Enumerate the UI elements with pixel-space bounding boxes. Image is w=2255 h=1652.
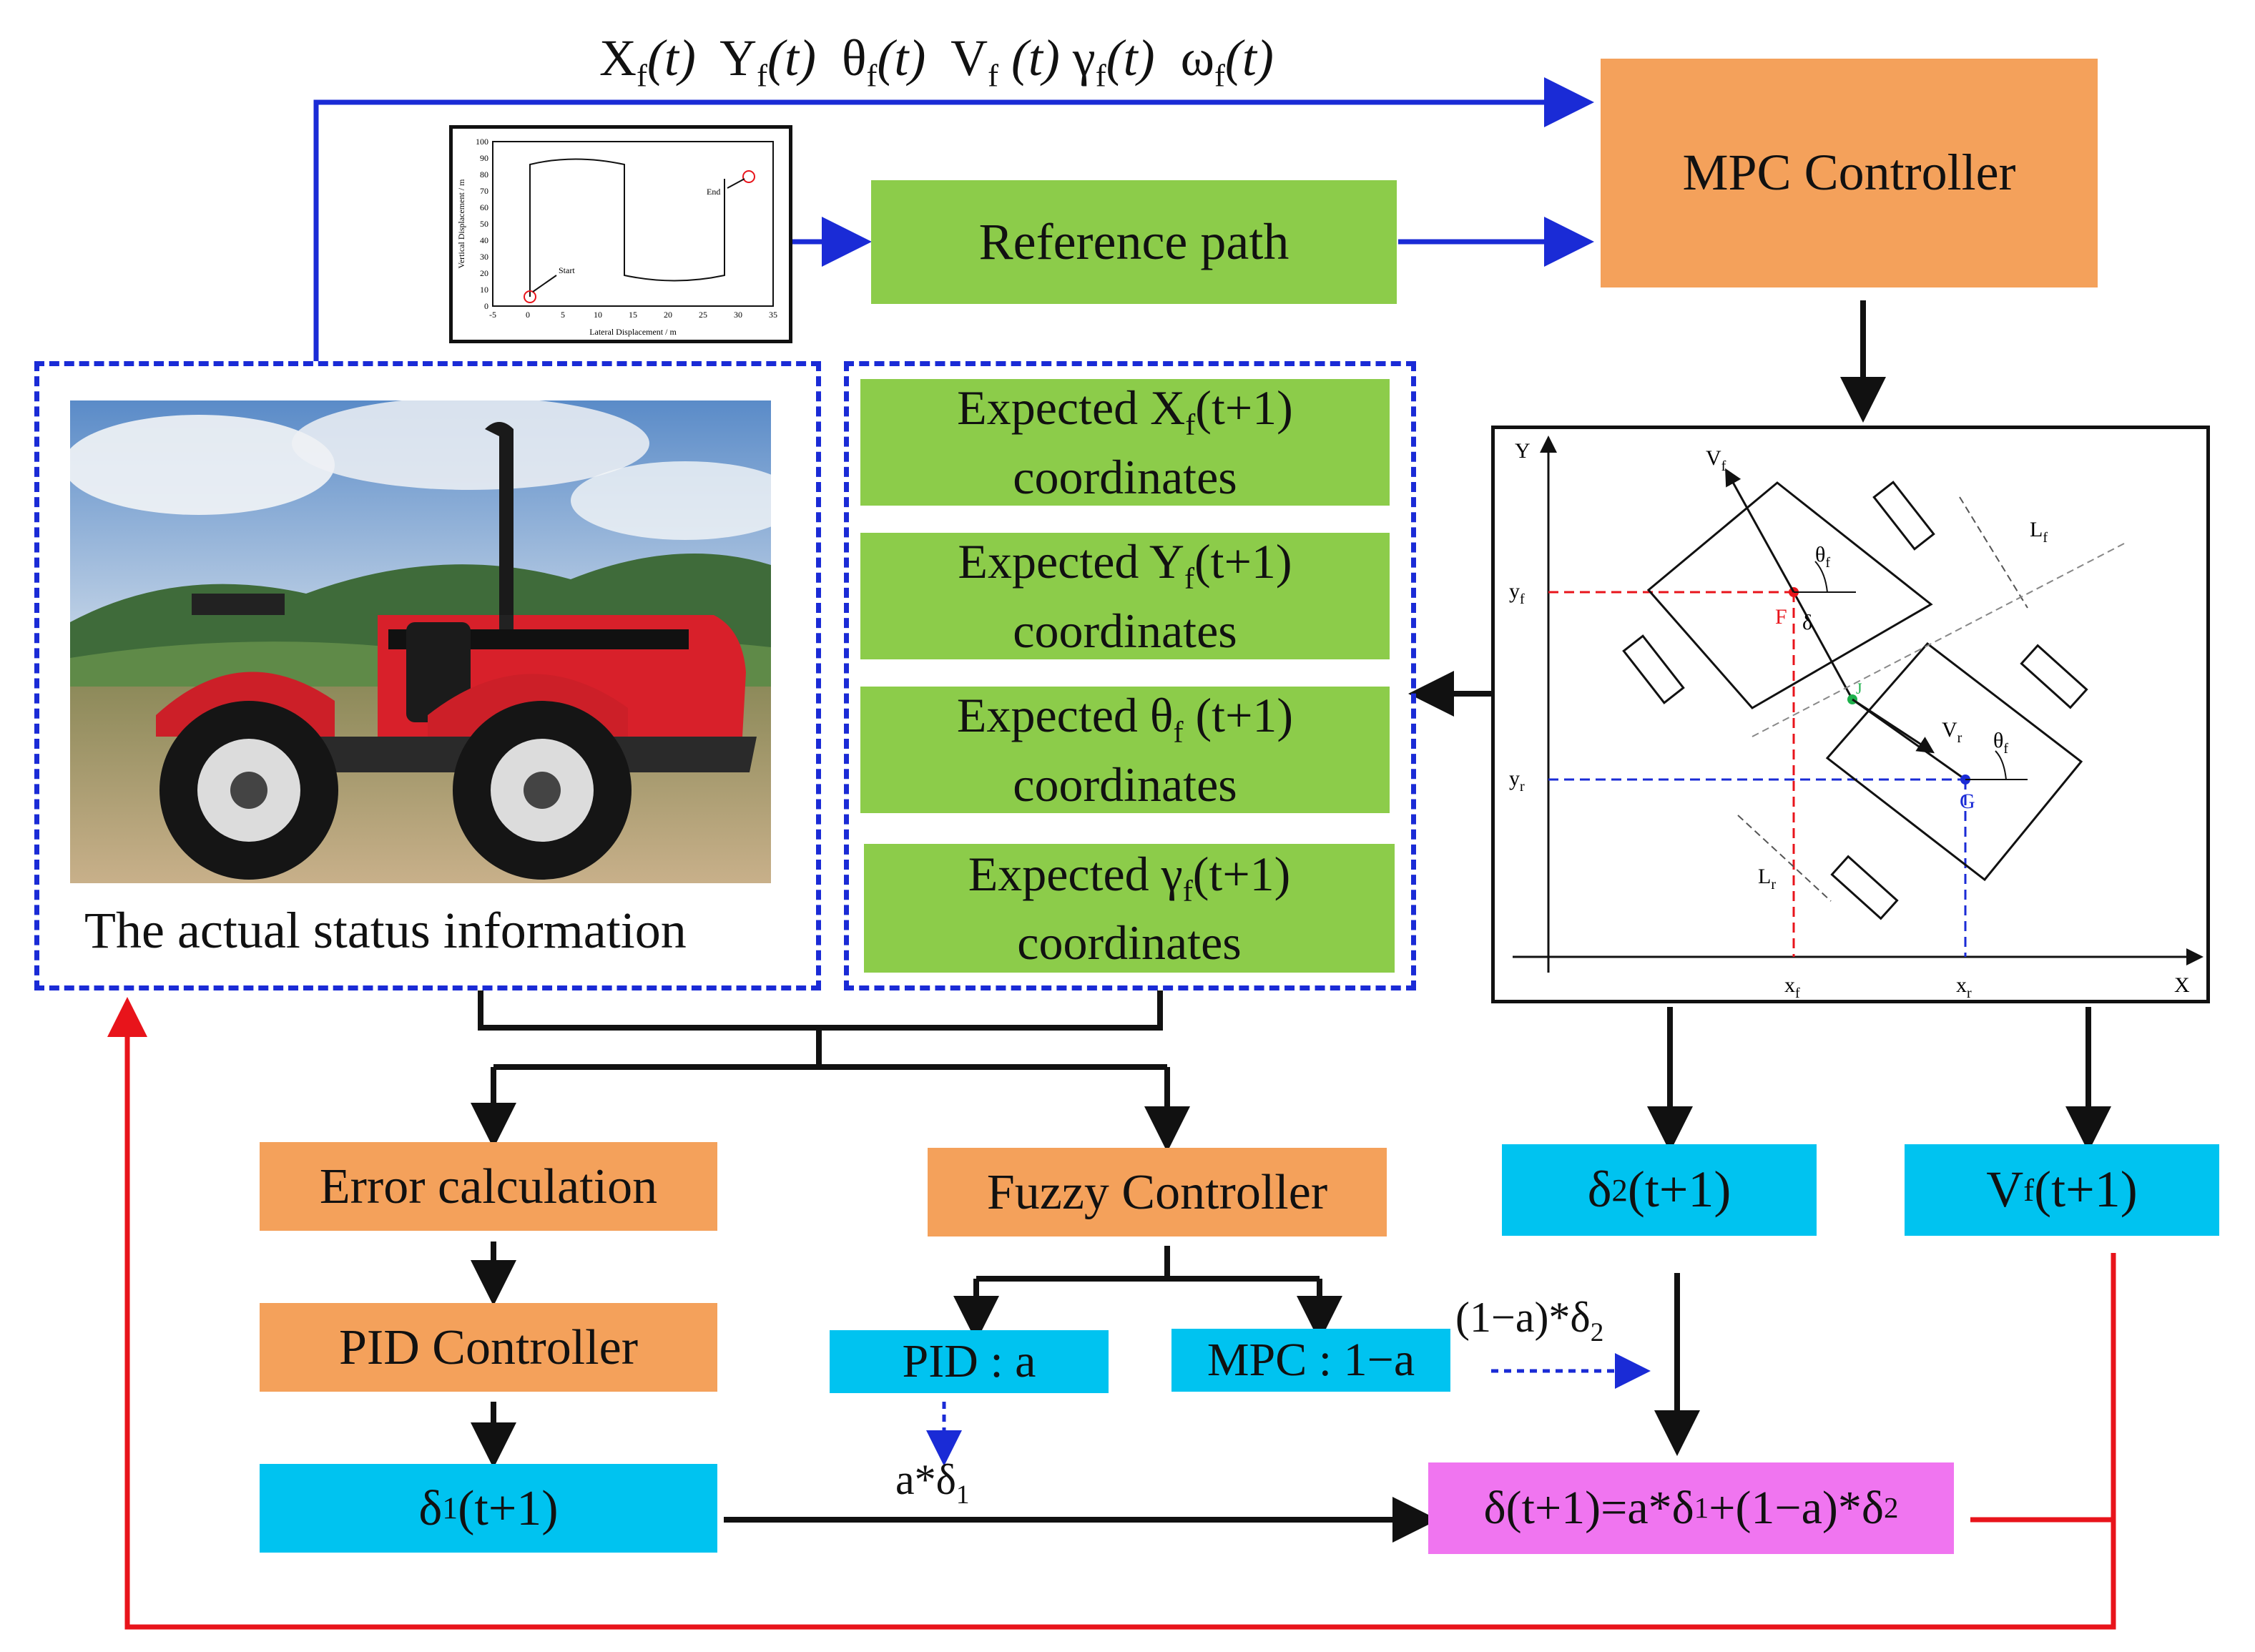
lr-dimension	[1737, 815, 1832, 902]
reference-path-block: Reference path	[871, 180, 1397, 304]
weighted-delta1-label: a*δ1	[895, 1456, 970, 1510]
x-tick-label: 0	[526, 310, 530, 320]
fuzzy-split	[976, 1246, 1320, 1282]
vf-arrow	[1725, 468, 1795, 593]
xf-label: xf	[1784, 973, 1800, 1000]
arrow-status-to-mpc	[313, 77, 1594, 361]
lf-dimension	[1959, 496, 2028, 609]
yf-label: yf	[1509, 579, 1525, 607]
vf-label: Vf	[1706, 446, 1726, 474]
y-tick-label: 70	[480, 186, 488, 196]
yr-label: yr	[1509, 767, 1525, 795]
x-tick-label: 30	[734, 310, 742, 320]
x-tick-labels: -5 0 5 10 15 20 25 30 35	[489, 310, 777, 320]
x-tick-label: 20	[664, 310, 672, 320]
y-tick-label: 20	[480, 268, 488, 278]
merge-lines	[478, 990, 1167, 1070]
expected-gamma-block: Expected γf(t+1) coordinates	[864, 844, 1395, 973]
x-tick-label: 5	[561, 310, 565, 320]
reference-trajectory-line	[529, 158, 725, 297]
expected-y-line2: coordinates	[1013, 603, 1237, 658]
pid-weight-block: PID : a	[830, 1330, 1109, 1393]
x-tick-label: 25	[699, 310, 707, 320]
start-label: Start	[559, 265, 575, 275]
y-tick-label: 60	[480, 202, 488, 212]
expected-theta-line1: Expected θf (t+1)	[956, 688, 1294, 749]
expected-gamma-line1: Expected γf(t+1)	[968, 846, 1291, 908]
y-tick-label: 10	[480, 285, 488, 295]
articulated-vehicle-model: Y X Vf Vr θf θf	[1509, 436, 2204, 1001]
y-tick-label: 30	[480, 252, 488, 262]
point-f-label: F	[1775, 605, 1787, 629]
y-axis-label: Vertical Displacement / m	[456, 179, 466, 269]
y-tick-label: 100	[476, 137, 488, 147]
axis-x-label: X	[2174, 973, 2190, 997]
y-tick-label: 40	[480, 235, 488, 245]
x-tick-label: 10	[594, 310, 602, 320]
delta-label: δ	[1802, 611, 1812, 634]
tractor-photo	[70, 400, 771, 883]
y-tick-label: 0	[484, 301, 488, 311]
fuzzy-controller-block: Fuzzy Controller	[928, 1148, 1387, 1236]
x-tick-label: 35	[769, 310, 777, 320]
point-j-label: J	[1856, 679, 1862, 697]
lr-label: Lr	[1758, 865, 1776, 893]
x-tick-label: 15	[629, 310, 637, 320]
pid-controller-block: PID Controller	[260, 1303, 717, 1392]
expected-x-line1: Expected Xf(t+1)	[957, 380, 1293, 442]
expected-x-block: Expected Xf(t+1) coordinates	[860, 379, 1390, 506]
end-label: End	[707, 187, 720, 197]
point-g-label: G	[1960, 790, 1975, 813]
vr-label: Vr	[1942, 718, 1962, 746]
y-tick-label: 90	[480, 153, 488, 163]
y-tick-labels: 0 10 20 30 40 50 60 70 80 90 100	[476, 137, 488, 311]
front-body	[1646, 481, 1933, 709]
front-wheel-right	[1872, 481, 1935, 551]
expected-theta-line2: coordinates	[1013, 757, 1237, 812]
expected-y-line1: Expected Yf(t+1)	[958, 534, 1292, 596]
error-calculation-block: Error calculation	[260, 1142, 717, 1231]
rear-wheel-right	[2020, 644, 2088, 709]
lf-label: Lf	[2030, 518, 2048, 546]
weighted-delta2-label: (1−a)*δ2	[1455, 1294, 1604, 1347]
rear-wheel-left	[1830, 855, 1899, 920]
vr-arrow	[1852, 698, 1935, 754]
expected-coordinates-group	[844, 361, 1416, 990]
x-axis-label: Lateral Displacement / m	[589, 327, 677, 337]
end-marker	[742, 170, 755, 183]
xr-label: xr	[1956, 973, 1972, 1000]
start-marker	[524, 290, 536, 303]
theta-f-label: θf	[1815, 543, 1830, 571]
axis-y-label: Y	[1515, 439, 1531, 463]
rear-body	[1825, 641, 2083, 882]
actual-status-group	[34, 361, 821, 990]
actual-status-label: The actual status information	[84, 902, 687, 959]
y-tick-label: 50	[480, 219, 488, 229]
expected-theta-block: Expected θf (t+1) coordinates	[860, 687, 1390, 813]
y-tick-label: 80	[480, 169, 488, 180]
mpc-controller-block: MPC Controller	[1601, 59, 2098, 287]
tractor-illustration	[70, 400, 771, 883]
x-tick-label: -5	[489, 310, 496, 320]
expected-gamma-line2: coordinates	[1017, 915, 1242, 970]
red-feedback-line	[127, 1007, 2116, 1630]
expected-y-block: Expected Yf(t+1) coordinates	[860, 533, 1390, 659]
theta-r-label: θf	[1993, 729, 2008, 757]
kinematics-diagram: Y X Vf Vr θf θf	[1491, 426, 2210, 1003]
front-wheel-left	[1622, 634, 1685, 704]
mpc-weight-block: MPC : 1−a	[1171, 1329, 1450, 1392]
expected-x-line2: coordinates	[1013, 449, 1237, 504]
state-signals-label: Xf(t) Yf(t) θf(t) Vf (t) γf(t) ωf(t)	[599, 29, 1274, 94]
